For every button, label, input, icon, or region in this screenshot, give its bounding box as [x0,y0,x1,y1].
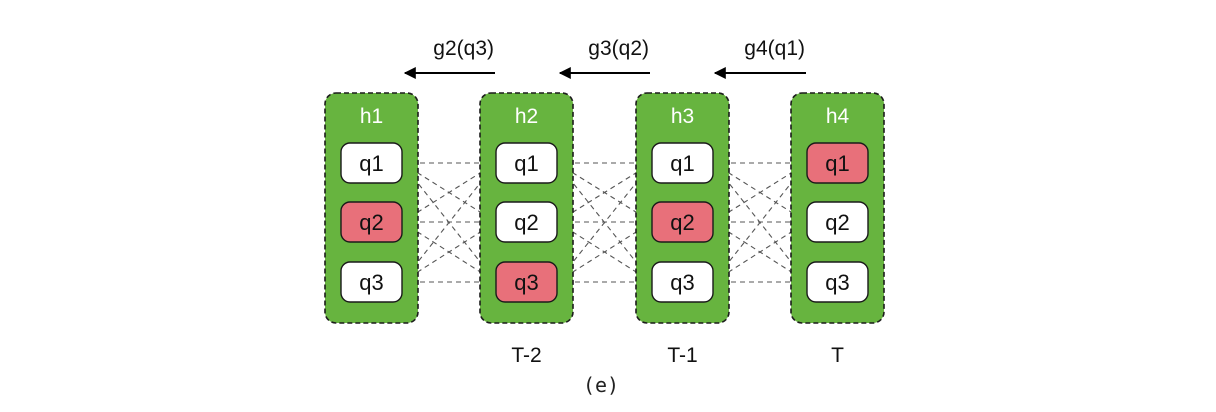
state-box [806,201,869,243]
state-box [340,261,403,303]
state-box [495,261,558,303]
time-step-label: T-2 [511,344,541,367]
state-label: q2 [359,210,383,235]
state-columns: h1 q1 q2 q3 h2 q1 q2 q3T-2 h3 q1 q2 q3T-1 h4 q1 q2 q3T [324,92,885,367]
column-h3: h3 q1 q2 q3 [635,92,730,324]
state-label: q1 [359,151,383,176]
state-box [806,261,869,303]
state-node-q3: q3 [651,261,714,303]
column-title: h3 [671,105,694,128]
state-node-q1: q1 [340,142,403,184]
state-node-q3-selected: q3 [495,261,558,303]
state-node-q1: q1 [495,142,558,184]
state-box [806,142,869,184]
column-h1: h1 q1 q2 q3 [324,92,419,324]
time-step-label: T [831,344,844,367]
column-h2: h2 q1 q2 q3 [479,92,574,324]
column-title: h2 [515,105,538,128]
state-node-q2: q2 [806,201,869,243]
state-node-q2: q2 [495,201,558,243]
state-box [340,201,403,243]
state-node-q1: q1 [651,142,714,184]
state-label: q2 [825,210,849,235]
state-label: q3 [514,270,538,295]
backtrack-arrow-1: g2(q3) [403,37,495,79]
state-label: q1 [825,151,849,176]
state-box [340,142,403,184]
state-label: q3 [670,270,694,295]
state-node-q2-selected: q2 [340,201,403,243]
state-label: q2 [670,210,694,235]
state-label: q3 [825,270,849,295]
column-h4: h4 q1 q2 q3 [790,92,885,324]
column-title: h1 [360,105,383,128]
backtrack-arrow-label: g3(q2) [588,37,649,60]
backtrack-arrow-label: g4(q1) [744,37,805,60]
state-box [495,142,558,184]
backtrack-arrow-3: g4(q1) [713,37,806,79]
state-node-q1-selected: q1 [806,142,869,184]
state-node-q3: q3 [340,261,403,303]
state-node-q3: q3 [806,261,869,303]
backtrack-arrow-label: g2(q3) [433,37,494,60]
state-box [495,201,558,243]
state-box [651,201,714,243]
time-step-label: T-1 [667,344,697,367]
backtrack-arrows: g2(q3) g3(q2) g4(q1) [403,37,806,79]
figure-caption: (e) [583,373,619,397]
state-label: q1 [514,151,538,176]
state-label: q3 [359,270,383,295]
backtrack-arrow-2: g3(q2) [558,37,650,79]
transition-edges [401,160,808,285]
state-box [651,261,714,303]
state-label: q2 [514,210,538,235]
column-title: h4 [826,105,850,128]
state-box [651,142,714,184]
state-label: q1 [670,151,694,176]
state-node-q2-selected: q2 [651,201,714,243]
